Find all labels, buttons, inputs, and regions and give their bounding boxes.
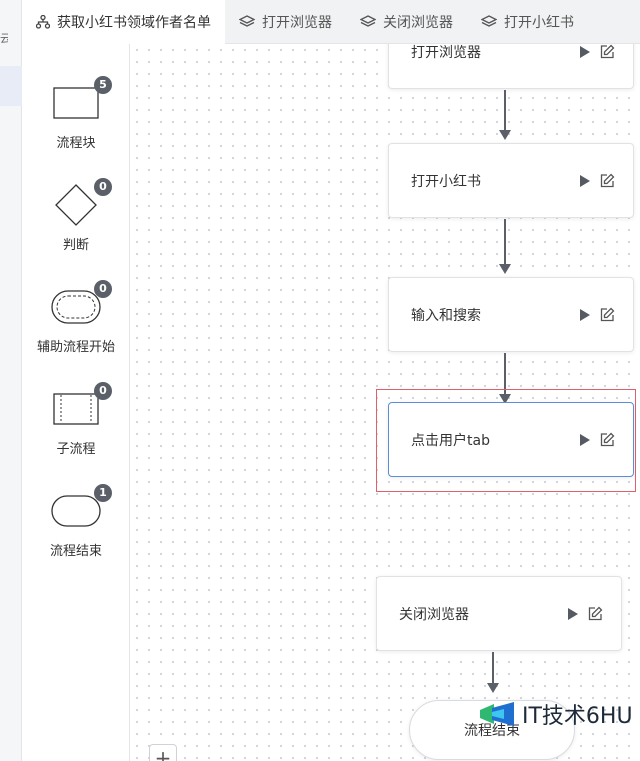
palette-item-decision[interactable]: 0 判断 [22, 178, 130, 253]
palette-item-subprocess[interactable]: 0 子流程 [22, 382, 130, 457]
tab-main-flow[interactable]: 获取小红书领域作者名单 [22, 0, 225, 44]
tab-label: 打开浏览器 [262, 15, 332, 31]
palette-label: 辅助流程开始 [36, 340, 115, 355]
rectangle-icon [53, 87, 99, 119]
connector-line [504, 90, 506, 130]
node-label: 输入和搜索 [411, 307, 481, 324]
count-badge: 1 [94, 484, 112, 502]
node-label: 打开浏览器 [411, 44, 481, 61]
arrow-down-icon [499, 130, 511, 140]
flow-canvas[interactable]: 打开浏览器 打开小红书 输入和搜索 点击用户tab 关闭浏览器 [131, 44, 640, 761]
play-icon[interactable] [580, 174, 590, 187]
palette-label: 流程块 [56, 136, 96, 151]
palette-item-aux-flow-start[interactable]: 0 辅助流程开始 [22, 280, 130, 355]
diamond-icon [55, 184, 97, 226]
tab-label: 打开小红书 [504, 15, 574, 31]
flow-node-close-browser[interactable]: 关闭浏览器 [376, 576, 622, 651]
flow-icon [36, 15, 50, 29]
palette-item-flow-block[interactable]: 5 流程块 [22, 76, 130, 151]
play-icon[interactable] [580, 45, 590, 58]
connector-line [504, 219, 506, 265]
node-label: 打开小红书 [411, 173, 481, 190]
tab-label: 关闭浏览器 [383, 15, 453, 31]
arrow-down-icon [499, 264, 511, 274]
sidebar-active-item[interactable] [0, 66, 22, 106]
count-badge: 5 [94, 76, 112, 94]
connector-line [492, 652, 494, 684]
flow-node-open-browser[interactable]: 打开浏览器 [388, 44, 634, 89]
end-node-label: 流程结束 [464, 723, 520, 739]
edit-icon[interactable] [588, 606, 603, 621]
watermark-logo-icon [480, 702, 514, 726]
count-badge: 0 [94, 382, 112, 400]
palette-item-flow-end[interactable]: 1 流程结束 [22, 484, 130, 559]
watermark-text: IT技术6HU [522, 704, 633, 729]
plus-icon: + [154, 746, 172, 761]
arrow-down-icon [499, 394, 511, 404]
palette-label: 流程结束 [49, 544, 102, 559]
palette-label: 判断 [62, 238, 89, 253]
node-label: 关闭浏览器 [399, 606, 469, 623]
pill-icon [51, 495, 101, 527]
zoom-in-button[interactable]: + [149, 744, 177, 761]
tab-bar: 获取小红书领域作者名单 打开浏览器 关闭浏览器 打开小红书 [22, 0, 640, 44]
layers-icon [360, 15, 376, 27]
play-icon[interactable] [568, 607, 578, 620]
sidebar-glyph: 云 [0, 32, 8, 45]
node-label: 点击用户tab [411, 432, 490, 449]
subprocess-icon [53, 393, 99, 425]
edit-icon[interactable] [600, 307, 615, 322]
watermark: IT技术6HU [478, 698, 633, 730]
left-sidebar-sliver: 云 [0, 0, 22, 761]
selection-highlight [376, 389, 636, 492]
layers-icon [239, 15, 255, 27]
tab-label: 获取小红书领域作者名单 [57, 15, 211, 31]
arrow-down-icon [487, 683, 499, 693]
flow-node-click-user-tab[interactable]: 点击用户tab [388, 402, 634, 477]
double-pill-icon [51, 290, 101, 324]
count-badge: 0 [94, 280, 112, 298]
flow-node-open-xiaohongshu[interactable]: 打开小红书 [388, 143, 634, 218]
edit-icon[interactable] [600, 44, 615, 59]
tab-open-browser[interactable]: 打开浏览器 [225, 0, 346, 44]
tab-open-xiaohongshu[interactable]: 打开小红书 [467, 0, 588, 44]
palette-label: 子流程 [56, 442, 96, 457]
flow-node-input-search[interactable]: 输入和搜索 [388, 277, 634, 352]
edit-icon[interactable] [600, 432, 615, 447]
component-palette: 5 流程块 0 判断 0 辅助流程开始 0 子流程 [22, 44, 130, 761]
edit-icon[interactable] [600, 173, 615, 188]
layers-icon [481, 15, 497, 27]
connector-line [504, 353, 506, 395]
play-icon[interactable] [580, 433, 590, 446]
tab-close-browser[interactable]: 关闭浏览器 [346, 0, 467, 44]
count-badge: 0 [94, 178, 112, 196]
play-icon[interactable] [580, 308, 590, 321]
